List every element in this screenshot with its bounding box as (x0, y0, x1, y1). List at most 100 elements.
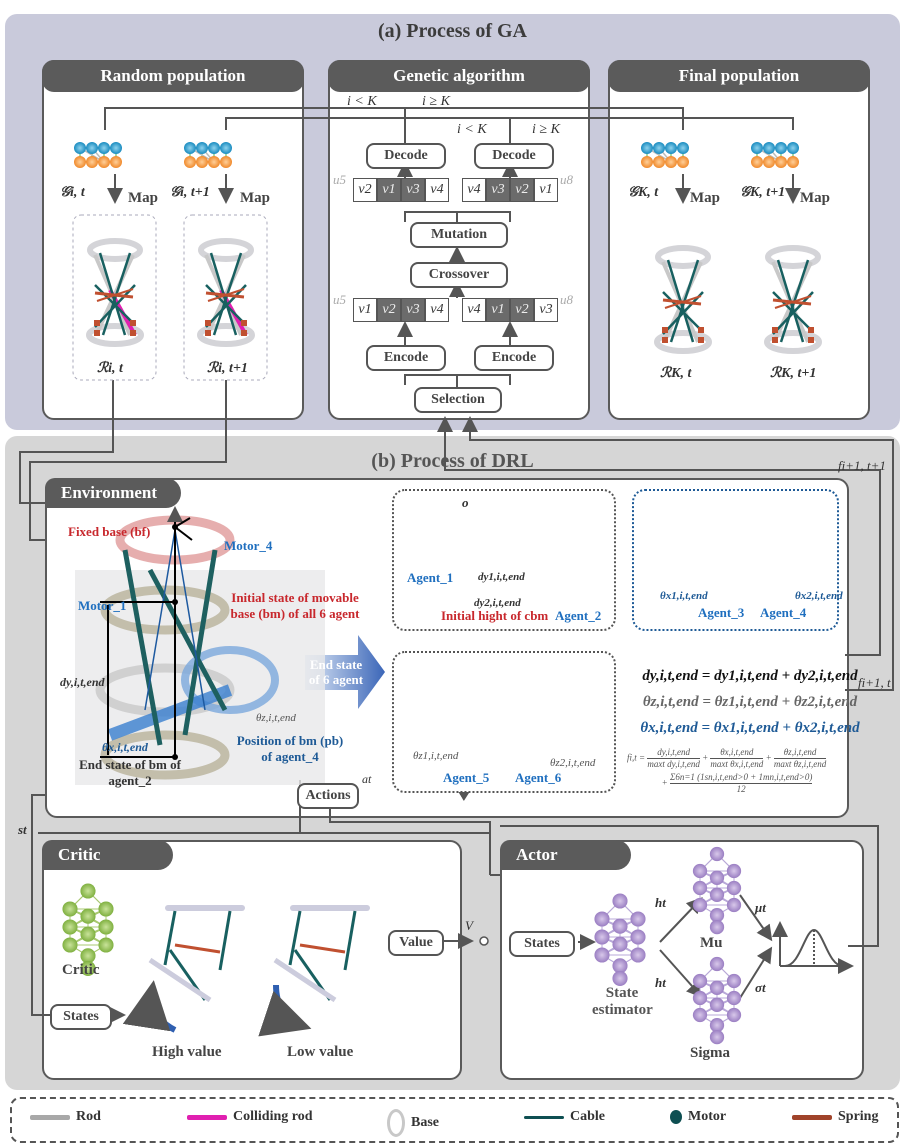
neural-network-icon (692, 846, 742, 935)
end-state-label: End state of bm of agent_2 (79, 757, 181, 788)
mutation-box: Mutation (410, 222, 508, 248)
map-label-right: Map (240, 190, 270, 206)
fitness-t3-den: maxt θz,i,t,end (773, 759, 827, 769)
gene-cell: v1 (534, 178, 558, 202)
neural-network-icon (62, 883, 114, 976)
final-population-card (608, 60, 870, 420)
neural-network-icon (594, 893, 646, 986)
agent-1-label: Agent_1 (407, 570, 454, 585)
critic-net-label: Critic (62, 962, 100, 978)
random-population-card (42, 60, 304, 420)
critic-card (42, 840, 462, 1080)
value-box: Value (388, 930, 444, 956)
equation-theta-x: θx,i,t,end = θx1,i,t,end + θx2,i,t,end (640, 720, 860, 736)
theta-z-label: θz,i,t,end (256, 712, 296, 724)
fitness-t1-den: maxt dy,i,t,end (647, 759, 700, 769)
colliding-rod-swatch-icon (187, 1114, 227, 1120)
critic-robot-low (258, 905, 370, 1037)
initial-hight-label: Initial hight of cbm (441, 608, 549, 623)
agent-4-label: Agent_4 (760, 605, 807, 620)
legend-item-colliding-rod: Colliding rod (187, 1109, 313, 1125)
legend-label: Cable (570, 1109, 605, 1124)
map-label-left: Map (128, 190, 158, 206)
fixed-base-label: Fixed base (bf) (68, 524, 151, 539)
legend-label: Colliding rod (233, 1109, 313, 1124)
critic-robot-high (122, 905, 245, 1033)
legend-item-base: Base (387, 1109, 439, 1137)
actor-states-box: States (509, 931, 575, 957)
dy1-label: dy1,i,t,end (478, 571, 525, 583)
genome-icon (751, 142, 799, 168)
state-estimator-label: State estimator (592, 985, 653, 1018)
low-value-label: Low value (287, 1044, 354, 1060)
extra-gene-right-enc: u8 (560, 292, 573, 307)
extra-gene-left-enc: u5 (333, 292, 346, 307)
genome-label-right: 𝒢i, t+1 (170, 185, 210, 200)
legend-label: Spring (838, 1109, 879, 1124)
decode-left-box: Decode (366, 143, 446, 169)
legend: Rod Colliding rod Base Cable Motor Sprin… (10, 1097, 899, 1143)
tensegrity-robot-icon (764, 245, 822, 354)
rod-swatch-icon (30, 1114, 70, 1120)
genome-icon (641, 142, 689, 168)
fitness-next-t1: fi+1, t+1 (838, 458, 886, 473)
agent-5-label: Agent_5 (443, 770, 490, 785)
fitness-t4-den: 12 (736, 784, 746, 794)
extra-gene-right: u8 (560, 172, 573, 187)
initial-state-label: Initial state of movable base (bm) of al… (230, 590, 360, 621)
actor-card (500, 840, 864, 1080)
gene-cell: v4 (462, 298, 486, 322)
fitness-t4-num: Σ6n=1 (1sn,i,t,end>0 + 1mn,i,t,end>0) (669, 772, 813, 784)
theta-x1-label: θx1,i,t,end (660, 590, 708, 602)
final-robot-label-left: ℛK, t (660, 366, 692, 381)
action-label: at (362, 772, 372, 786)
decoded-left-chromosome: v2 v1 v3 v4 (353, 178, 449, 202)
cond-mid-right: i ≥ K (532, 122, 560, 137)
mu-label: Mu (700, 935, 723, 951)
legend-item-rod: Rod (30, 1109, 101, 1125)
neural-network-icon (692, 956, 742, 1045)
state-label: st (18, 822, 27, 837)
agent-5-6-frame (392, 651, 616, 793)
encoded-left-chromosome: v1 v2 v3 v4 (353, 298, 449, 322)
legend-item-motor: Motor (670, 1109, 726, 1125)
critic-title: Critic (42, 840, 173, 870)
legend-label: Rod (76, 1109, 101, 1124)
encode-left-box: Encode (366, 345, 446, 371)
ga-panel-title: (a) Process of GA (377, 20, 528, 42)
gene-cell: v4 (425, 298, 449, 322)
tensegrity-robot-icon (197, 238, 255, 347)
fitness-lhs: fi,t = (627, 752, 646, 763)
fitness-t2-num: θx,i,t,end (710, 747, 764, 759)
genome-icon (184, 142, 232, 168)
cond-top-left: i < K (347, 94, 377, 109)
theta-x2-label: θx2,i,t,end (795, 590, 843, 602)
final-robot-label-right: ℛK, t+1 (770, 366, 817, 381)
encoded-right-chromosome: v4 v1 v2 v3 (462, 298, 558, 322)
decode-right-box: Decode (474, 143, 554, 169)
fitness-next-t: fi+1, t (858, 675, 891, 690)
actor-title: Actor (500, 840, 631, 870)
encode-right-box: Encode (474, 345, 554, 371)
agent-6-label: Agent_6 (515, 770, 562, 785)
gene-cell: v4 (425, 178, 449, 202)
cond-mid-left: i < K (457, 122, 487, 137)
tensegrity-robot-icon (86, 238, 144, 347)
agent-3-label: Agent_3 (698, 605, 745, 620)
final-population-title: Final population (608, 60, 870, 92)
gene-cell: v2 (510, 298, 534, 322)
mu-t-label: μt (755, 900, 766, 915)
tensegrity-robot-icon (654, 245, 712, 354)
environment-title: Environment (45, 478, 181, 508)
final-genome-label-right: 𝒢K, t+1 (740, 185, 786, 200)
value-v-label: V (465, 918, 473, 933)
final-map-label-right: Map (800, 190, 830, 206)
gene-cell: v4 (462, 178, 486, 202)
gene-cell: v1 (377, 178, 401, 202)
decoded-right-chromosome: v4 v3 v2 v1 (462, 178, 558, 202)
gene-cell: v3 (401, 298, 425, 322)
position-bm-label: Position of bm (pb) of agent_4 (236, 733, 344, 764)
end-state-arrow (305, 635, 385, 709)
